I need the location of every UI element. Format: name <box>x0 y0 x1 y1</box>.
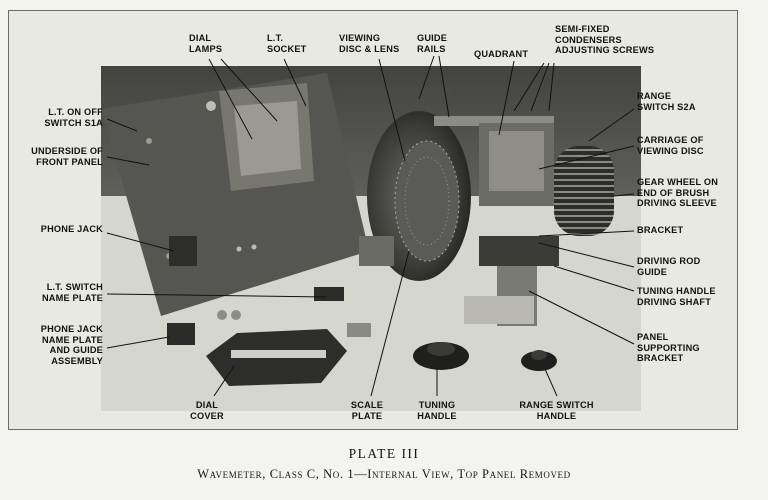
label-lt-switch-name-plate: L.T. SWITCH NAME PLATE <box>41 282 103 303</box>
label-guide-rails: GUIDE RAILS <box>417 33 448 54</box>
label-lt-socket: L.T. SOCKET <box>267 33 307 54</box>
label-dial-cover: DIAL COVER <box>190 400 224 421</box>
plate-figure: DIAL LAMPS L.T. SOCKET VIEWING DISC & LE… <box>8 10 738 430</box>
range-knob-shape <box>521 351 557 371</box>
label-underside-front-panel: UNDERSIDE OF FRONT PANEL <box>31 146 103 167</box>
coil-shape <box>554 146 614 236</box>
label-gear-wheel: GEAR WHEEL ON END OF BRUSH DRIVING SLEEV… <box>637 177 719 208</box>
label-carriage-viewing-disc: CARRIAGE OF VIEWING DISC <box>637 135 704 156</box>
label-phone-jack: PHONE JACK <box>40 224 103 234</box>
label-dial-lamps: DIAL LAMPS <box>189 33 223 54</box>
plate-subtitle: Wavemeter, Class C, No. 1—Internal View,… <box>197 467 571 481</box>
label-range-switch-s2a: RANGE SWITCH S2A <box>637 91 696 112</box>
label-phone-jack-name-plate: PHONE JACK NAME PLATE AND GUIDE ASSEMBLY <box>40 324 103 366</box>
label-viewing-disc-lens: VIEWING DISC & LENS <box>339 33 400 54</box>
label-quadrant: QUADRANT <box>474 49 529 59</box>
label-semi-fixed-condensers: SEMI-FIXED CONDENSERS ADJUSTING SCREWS <box>555 24 655 55</box>
label-tuning-handle-shaft: TUNING HANDLE DRIVING SHAFT <box>637 286 716 307</box>
label-driving-rod-guide: DRIVING ROD GUIDE <box>637 256 701 277</box>
label-tuning-handle: TUNING HANDLE <box>417 400 457 421</box>
plate-title: PLATE III <box>348 446 420 461</box>
label-bracket: BRACKET <box>637 225 684 235</box>
label-panel-supporting-bracket: PANEL SUPPORTING BRACKET <box>637 332 700 363</box>
label-lt-on-off-switch: L.T. ON OFF SWITCH S1A <box>44 107 103 128</box>
label-scale-plate: SCALE PLATE <box>350 400 384 421</box>
leader-lines <box>106 55 635 397</box>
wavemeter-photograph <box>101 55 641 411</box>
label-range-switch-handle: RANGE SWITCH HANDLE <box>519 400 594 421</box>
